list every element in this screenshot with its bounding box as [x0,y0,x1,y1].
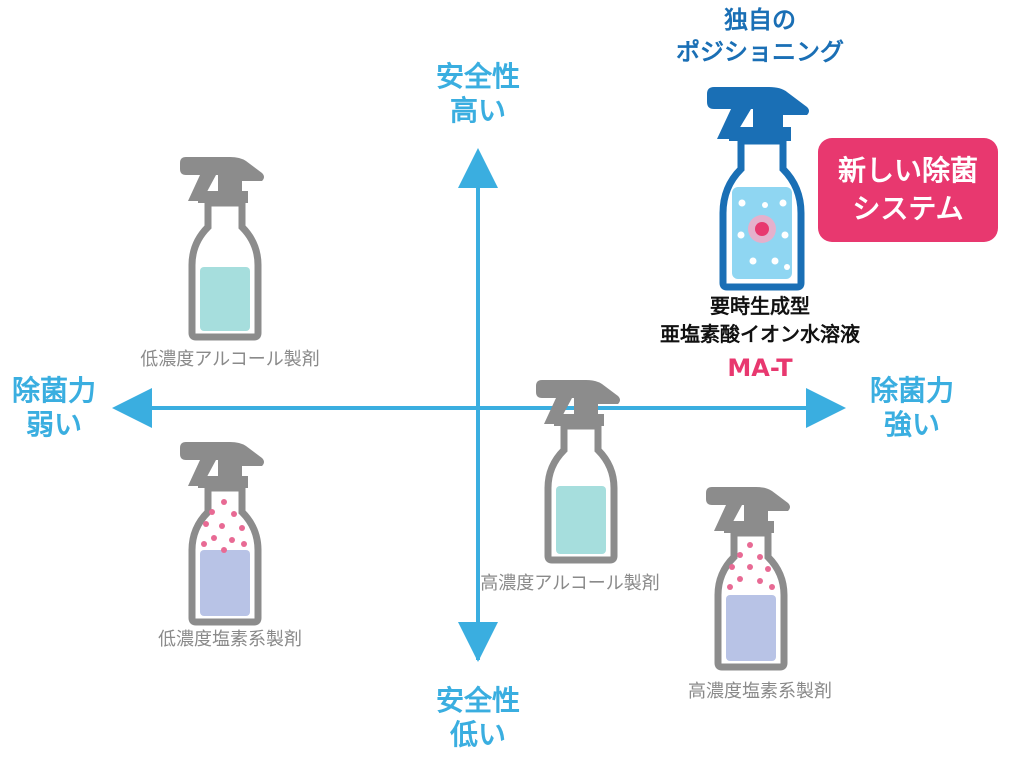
low-chlorine-spray-bottle-icon [180,442,264,626]
low-chlorine-dots [201,499,247,553]
mat-bubbles [737,199,790,270]
low-chlorine-liquid [200,550,250,616]
axis-label-bottom: 安全性 低い [418,684,538,752]
axis-top-line1: 安全性 [435,60,520,93]
high-alcohol-label: 高濃度アルコール製剤 [480,573,660,594]
high-alcohol-liquid [556,486,606,554]
mat-caption-line2: 亜塩素酸イオン水溶液 [660,322,860,346]
axis-label-top: 安全性 高い [418,60,538,128]
axis-left-line1: 除菌力 [11,374,96,407]
axis-label-right: 除菌力 強い [852,374,972,442]
axis-label-left: 除菌力 弱い [0,374,108,442]
mat-name: MA-T [727,354,793,382]
high-chlorine-spray-bottle-icon [706,487,790,671]
low-alcohol-label: 低濃度アルコール製剤 [140,349,320,370]
badge-line2: システム [852,192,964,225]
positioning-line2: ポジショニング [676,38,844,66]
axis-bottom-line1: 安全性 [435,684,520,717]
new-sterilization-system-badge: 新しい除菌 システム [818,138,998,242]
mat-spray-bottle-icon [707,87,809,291]
high-chlorine-label: 高濃度塩素系製剤 [688,681,832,702]
high-chlorine-dots [727,542,775,590]
axis-left-line2: 弱い [25,408,82,441]
low-alcohol-liquid [200,267,250,331]
axis-top-line2: 高い [449,94,506,127]
axis-bottom-line2: 低い [449,718,506,751]
low-alcohol-spray-bottle-icon [180,157,264,341]
high-chlorine-liquid [726,595,776,661]
low-chlorine-label: 低濃度塩素系製剤 [158,629,302,650]
mat-caption-line1: 要時生成型 [710,294,810,318]
high-alcohol-spray-bottle-icon [536,380,620,564]
badge-line1: 新しい除菌 [837,154,978,187]
mat-caption: 要時生成型 亜塩素酸イオン水溶液 [640,292,880,348]
unique-positioning-title: 独自の ポジショニング [640,4,880,68]
axis-right-line1: 除菌力 [869,374,954,407]
positioning-line1: 独自の [724,6,796,34]
axis-right-line2: 強い [883,408,940,441]
